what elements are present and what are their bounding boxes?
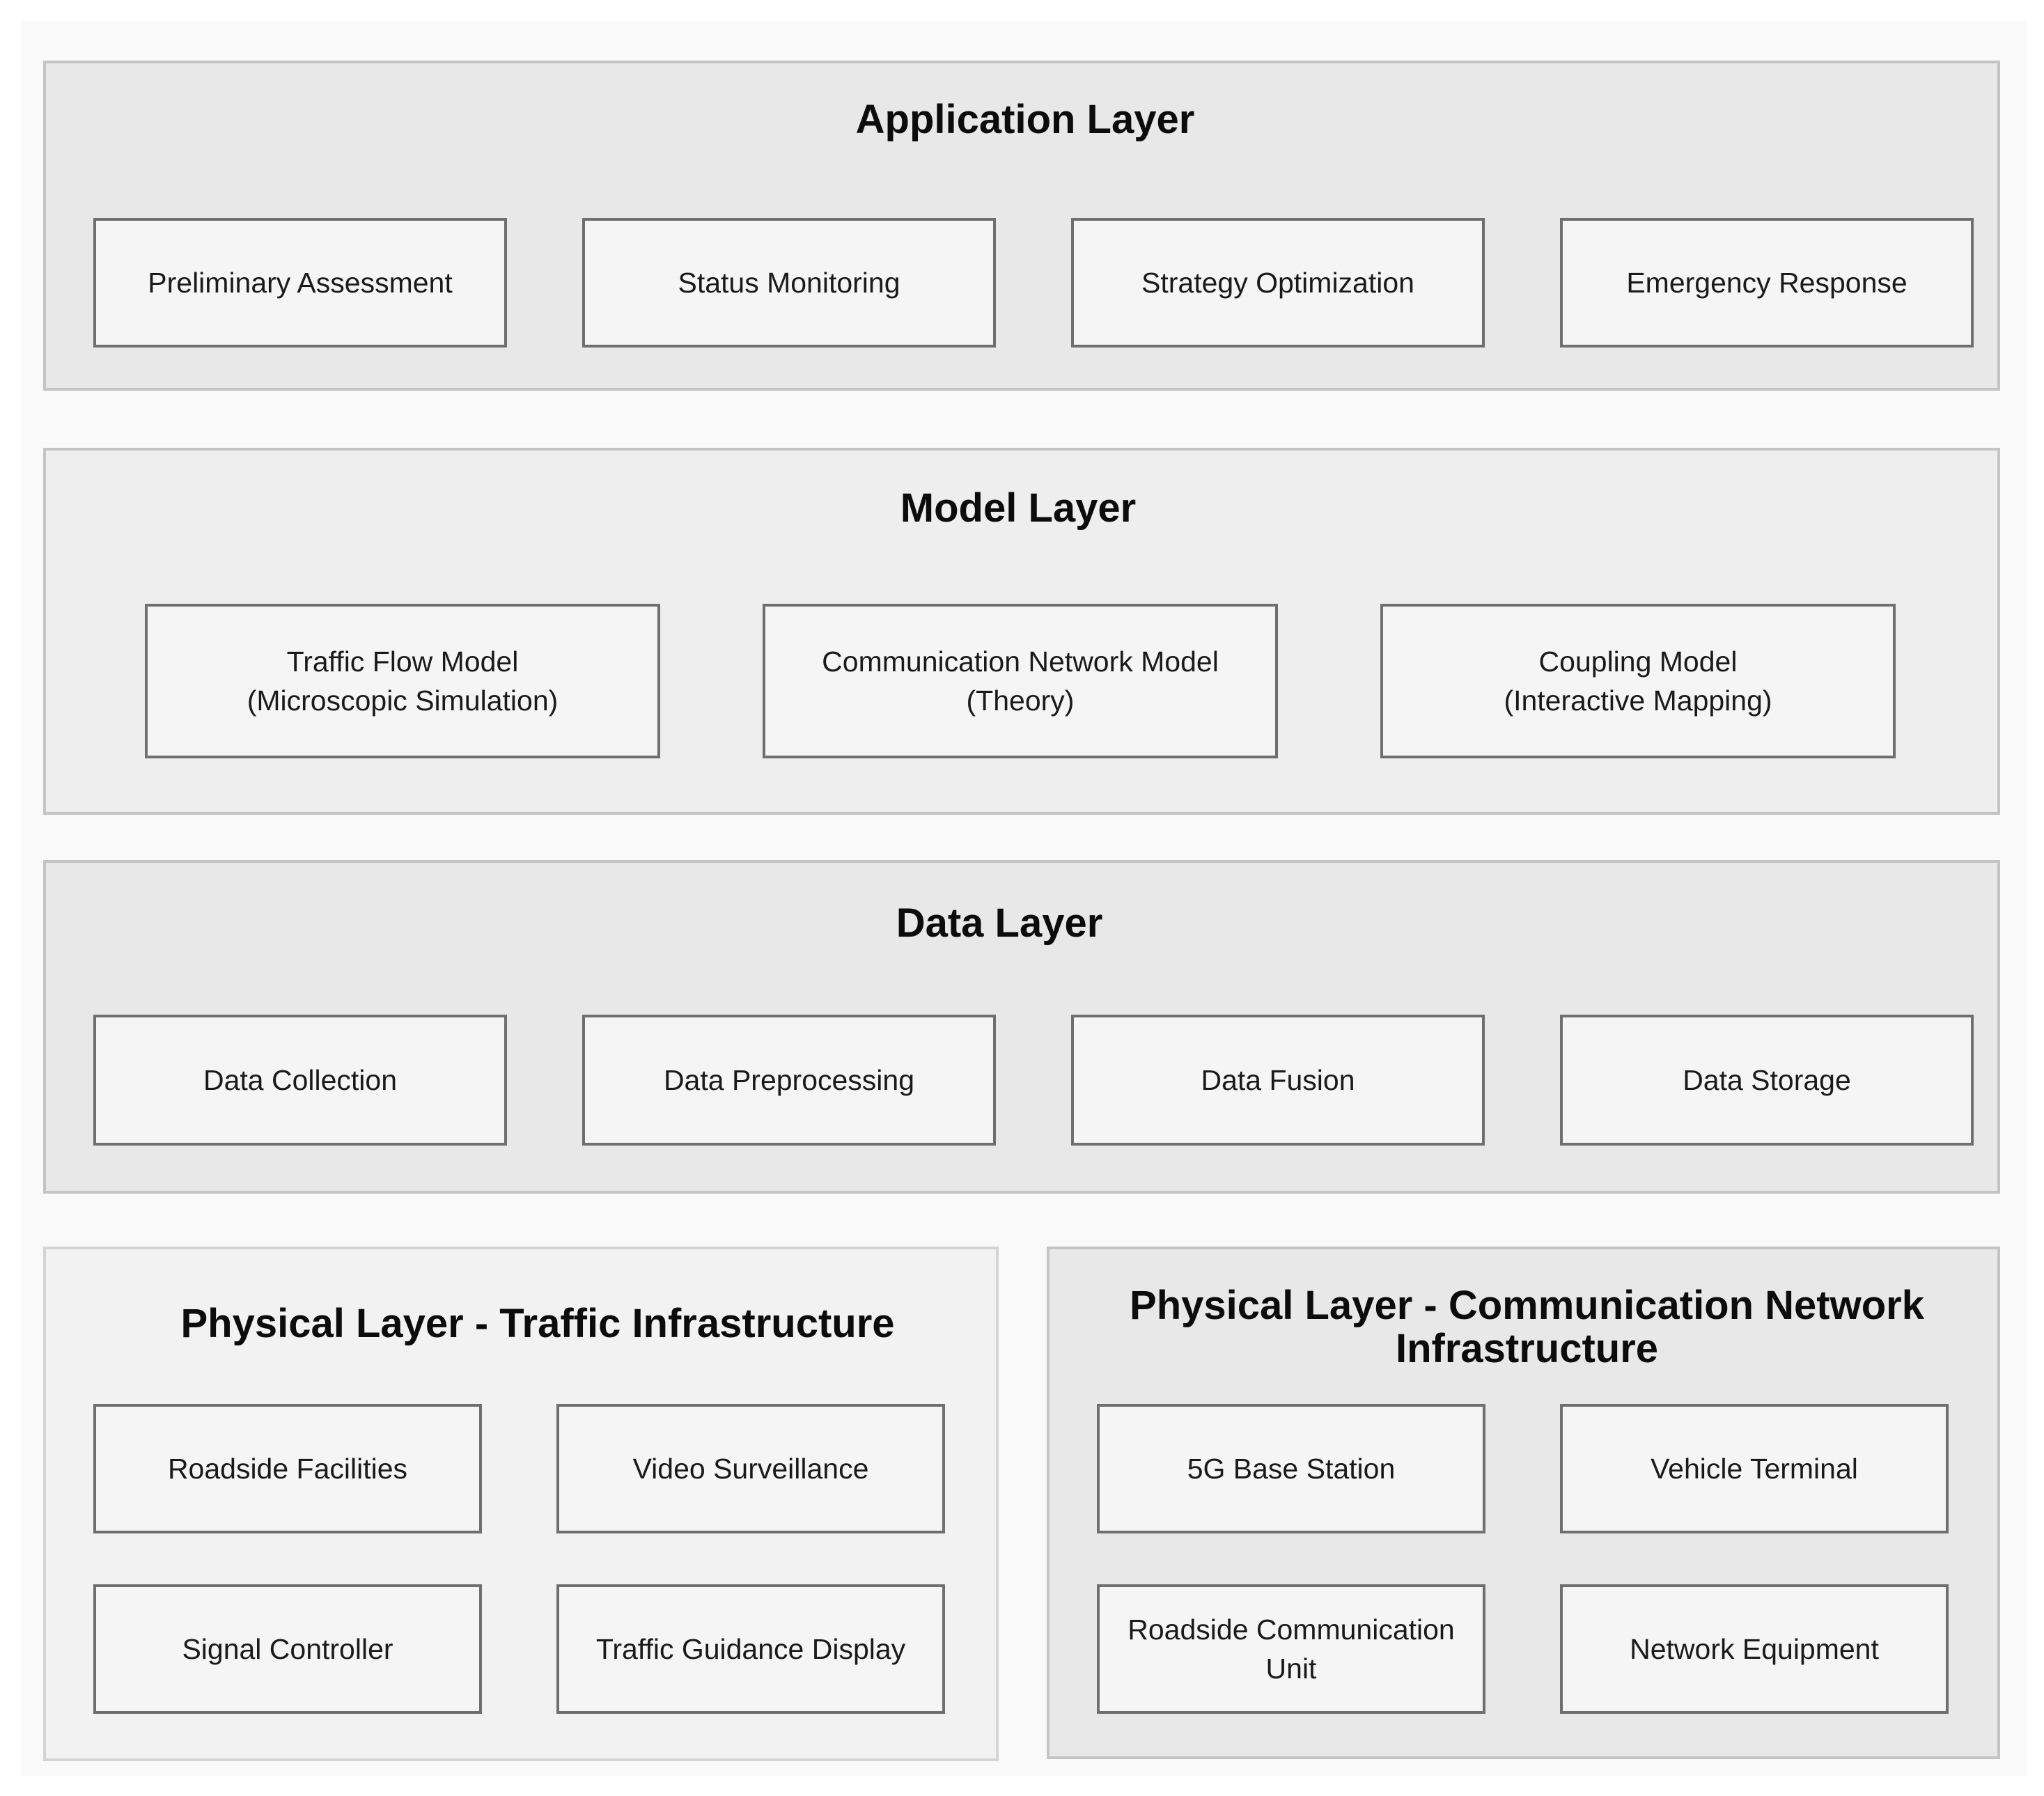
box-label: 5G Base Station bbox=[1187, 1453, 1396, 1485]
box-label: Data Storage bbox=[1683, 1064, 1851, 1096]
box-label: Emergency Response bbox=[1626, 267, 1908, 299]
model-layer: Model Layer Traffic Flow Model (Microsco… bbox=[43, 448, 2000, 815]
communication-network-model-box: Communication Network Model (Theory) bbox=[763, 604, 1278, 758]
box-label: Data Fusion bbox=[1201, 1064, 1355, 1096]
model-layer-title: Model Layer bbox=[900, 485, 1137, 531]
data-layer: Data Layer Data Collection Data Preproce… bbox=[43, 860, 2000, 1194]
box-label: Communication Network Model bbox=[822, 646, 1219, 678]
roadside-facilities-box: Roadside Facilities bbox=[93, 1404, 482, 1533]
box-label: Traffic Guidance Display bbox=[595, 1633, 906, 1665]
signal-controller-box: Signal Controller bbox=[93, 1584, 482, 1714]
physical-traffic-layer: Physical Layer - Traffic Infrastructure … bbox=[43, 1247, 999, 1761]
box-label: Network Equipment bbox=[1630, 1633, 1879, 1665]
box-label: Roadside Communication bbox=[1128, 1614, 1455, 1646]
roadside-communication-unit-box: Roadside Communication Unit bbox=[1097, 1584, 1485, 1714]
strategy-optimization-box: Strategy Optimization bbox=[1071, 218, 1485, 348]
preliminary-assessment-box: Preliminary Assessment bbox=[93, 218, 507, 348]
box-label: Strategy Optimization bbox=[1141, 267, 1414, 299]
box-label: Traffic Flow Model bbox=[286, 646, 519, 678]
physical-comm-layer: Physical Layer - Communication Network I… bbox=[1047, 1247, 2000, 1759]
physical-traffic-layer-title: Physical Layer - Traffic Infrastructure bbox=[180, 1301, 895, 1346]
physical-comm-title-line2: Infrastructure bbox=[1395, 1326, 1659, 1371]
video-surveillance-box: Video Surveillance bbox=[556, 1404, 945, 1533]
box-sublabel: (Microscopic Simulation) bbox=[247, 685, 559, 717]
box-label: Vehicle Terminal bbox=[1651, 1453, 1858, 1485]
box-sublabel: (Interactive Mapping) bbox=[1504, 685, 1772, 717]
data-storage-box: Data Storage bbox=[1560, 1015, 1974, 1146]
box-label: Status Monitoring bbox=[678, 267, 900, 299]
box-sublabel: (Theory) bbox=[966, 685, 1075, 717]
data-preprocessing-box: Data Preprocessing bbox=[582, 1015, 996, 1146]
box-label: Preliminary Assessment bbox=[148, 267, 453, 299]
physical-comm-title-line1: Physical Layer - Communication Network bbox=[1130, 1283, 1924, 1328]
emergency-response-box: Emergency Response bbox=[1560, 218, 1974, 348]
status-monitoring-box: Status Monitoring bbox=[582, 218, 996, 348]
data-layer-title: Data Layer bbox=[896, 900, 1103, 946]
vehicle-terminal-box: Vehicle Terminal bbox=[1560, 1404, 1949, 1533]
box-label: Video Surveillance bbox=[632, 1453, 869, 1485]
traffic-flow-model-box: Traffic Flow Model (Microscopic Simulati… bbox=[145, 604, 660, 758]
box-sublabel: Unit bbox=[1265, 1653, 1317, 1685]
data-fusion-box: Data Fusion bbox=[1071, 1015, 1485, 1146]
box-label: Data Preprocessing bbox=[663, 1064, 915, 1096]
application-layer: Application Layer Preliminary Assessment… bbox=[43, 61, 2000, 391]
physical-comm-layer-title: Physical Layer - Communication Network I… bbox=[1056, 1284, 1997, 1371]
coupling-model-box: Coupling Model (Interactive Mapping) bbox=[1380, 604, 1896, 758]
5g-base-station-box: 5G Base Station bbox=[1097, 1404, 1485, 1533]
box-label: Roadside Facilities bbox=[167, 1453, 408, 1485]
traffic-guidance-display-box: Traffic Guidance Display bbox=[556, 1584, 945, 1714]
application-layer-title: Application Layer bbox=[855, 97, 1195, 142]
box-label: Coupling Model bbox=[1538, 646, 1738, 678]
box-label: Data Collection bbox=[203, 1064, 398, 1096]
data-collection-box: Data Collection bbox=[93, 1015, 507, 1146]
network-equipment-box: Network Equipment bbox=[1560, 1584, 1949, 1714]
box-label: Signal Controller bbox=[182, 1633, 393, 1665]
